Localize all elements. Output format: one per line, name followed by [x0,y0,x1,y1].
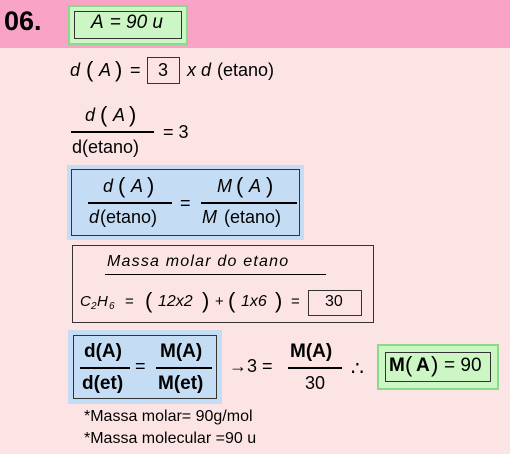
line1-d: d [70,60,81,80]
frac1-num-rpar: ) [129,102,137,127]
result-eq: = 90 [444,355,482,376]
final-f-den: 30 [305,373,326,393]
answer-box [68,5,188,45]
molar-eq2: = [291,293,300,310]
frac2-l-num-lpar: ( [118,173,126,198]
molar-rpar1: ) [202,288,210,313]
frac2-l-num-rpar: ) [147,173,155,198]
final-f-num: M(A) [290,341,333,362]
final-r-bar [156,367,212,369]
result-lpar: ( [405,352,413,377]
line1-rest2: (etano) [217,60,275,80]
line1-rpar: ) [115,57,123,82]
frac1-num-var: A [113,105,126,125]
line1-box-val: 3 [158,60,169,80]
final-eq: = [135,356,146,376]
molar-h-sub: 6 [109,301,115,312]
molar-term2: 1x6 [241,293,267,310]
frac1-num-d: d [85,105,96,125]
frac2-r-num-var: A [249,176,262,196]
molar-lpar2: ( [228,288,236,313]
final-arrow: →3 = [229,356,273,376]
answer-box-border [74,11,182,39]
frac2-r-num-m: M [217,176,232,196]
result-box [377,344,499,390]
line1-lpar: ( [86,57,94,82]
molar-eq1: = [125,293,134,310]
answer-var: A [91,12,104,33]
note-molecular-mass: *Massa molecular =90 u [84,430,257,447]
final-l-den: d(et) [82,373,124,394]
frac2-eq: = [180,193,191,213]
frac1-eq: = 3 [163,122,189,142]
frac1-bar [71,131,154,133]
frac2-l-num-var: A [131,176,144,196]
molar-c-sub: 2 [91,301,97,312]
ratio-box-final-border [73,335,217,399]
frac2-r-den-m: M [202,207,217,227]
molar-rpar2: ) [275,288,283,313]
line1-var: A [99,60,112,80]
final-l-num: d(A) [84,341,122,362]
molar-lpar1: ( [145,288,153,313]
frac2-l-num-d: d [103,176,114,196]
final-l-bar [80,367,130,369]
frac2-l-den-d: d [89,207,100,227]
frac2-r-den-rest: (etano) [224,207,282,227]
molar-plus: + [215,293,224,310]
answer-val: 90 u [126,12,163,33]
molar-h: H [97,293,108,310]
result-rpar: ) [431,352,439,377]
molar-result-box [308,290,362,316]
therefore-symbol: ∴ [351,358,364,380]
result-box-border [385,352,491,382]
molar-mass-box [72,245,374,323]
answer-eq: = [110,12,122,33]
molar-c: C [80,293,91,310]
result-m: M [389,355,405,376]
line1-rest: x d [187,60,212,80]
frac2-r-num-rpar: ) [266,173,274,198]
line1-eq: = [130,60,141,80]
ratio-box-border [71,169,300,236]
line1-box [147,57,180,84]
final-r-den: M(et) [158,373,204,394]
note-molar-mass: *Massa molar= 90g/mol [84,408,253,425]
molar-result-val: 30 [325,293,343,310]
frac1-den: d(etano) [72,137,140,157]
molar-title: Massa molar do etano [107,253,290,270]
frac1-num-lpar: ( [100,102,108,127]
frac2-r-bar [201,202,297,204]
result-var: A [416,355,430,376]
final-r-num: M(A) [160,341,203,362]
molar-title-underline [105,274,326,275]
question-number: 06. [4,6,42,36]
frac2-l-den-rest: (etano) [100,207,158,227]
final-f-bar [288,367,342,369]
frac2-r-num-lpar: ( [236,173,244,198]
frac2-l-bar [88,202,172,204]
molar-term1: 12x2 [158,293,193,310]
